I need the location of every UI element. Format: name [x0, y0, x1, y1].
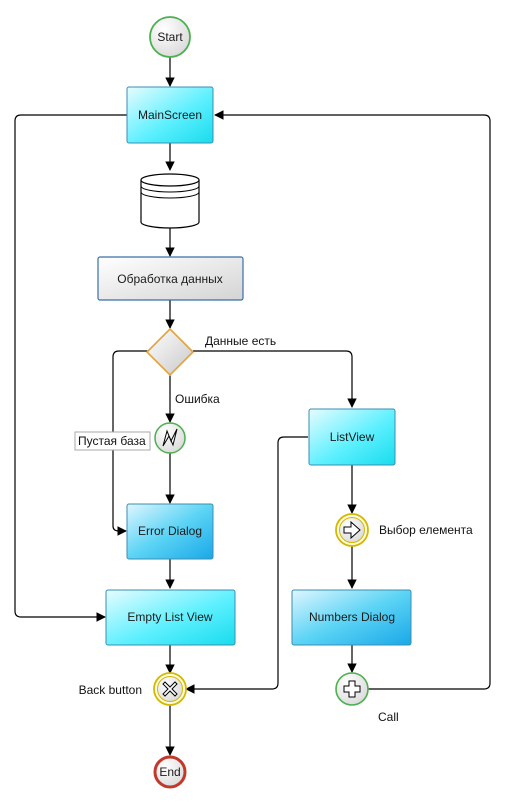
empty-list-view-label: Empty List View	[127, 610, 212, 624]
exclusive-gateway[interactable]	[145, 327, 195, 377]
back-button-event[interactable]	[153, 672, 187, 706]
end-event[interactable]: End	[153, 755, 187, 789]
end-label: End	[159, 765, 180, 779]
flow-mainscreen-to-empty-list	[14, 114, 127, 622]
datastore-icon	[140, 173, 200, 229]
error-event[interactable]	[154, 422, 186, 454]
label-call: Call	[378, 710, 399, 724]
label-error: Ошибка	[175, 392, 220, 406]
label-data-exists: Данные есть	[205, 334, 276, 348]
task-empty-list-view[interactable]: Empty List View	[105, 589, 236, 646]
annotation-empty-db: Пустая база	[74, 431, 151, 451]
call-event[interactable]	[335, 672, 369, 706]
label-empty-db: Пустая база	[78, 434, 146, 448]
label-select-item: Выбор елемента	[379, 523, 473, 537]
label-back-button: Back button	[79, 683, 142, 697]
flow-call-to-mainscreen	[214, 110, 491, 690]
connectors	[14, 56, 491, 756]
mainscreen-label: MainScreen	[138, 108, 202, 122]
task-listview[interactable]: ListView	[308, 408, 396, 466]
task-error-dialog[interactable]: Error Dialog	[126, 503, 214, 560]
task-process-data[interactable]: Обработка данных	[97, 256, 244, 301]
start-label: Start	[157, 30, 183, 44]
process-data-label: Обработка данных	[117, 272, 222, 286]
task-numbers-dialog[interactable]: Numbers Dialog	[291, 589, 412, 646]
lightning-icon	[162, 428, 178, 447]
cancel-x-icon	[162, 681, 178, 697]
flow-listview-to-back-gateway	[185, 436, 308, 694]
select-item-event[interactable]	[335, 513, 369, 547]
start-event[interactable]: Start	[149, 16, 191, 58]
flow-gateway-to-listview	[193, 350, 357, 408]
error-dialog-label: Error Dialog	[138, 524, 202, 538]
task-mainscreen[interactable]: MainScreen	[126, 86, 214, 144]
plus-icon	[343, 680, 361, 698]
listview-label: ListView	[330, 430, 375, 444]
numbers-dialog-label: Numbers Dialog	[309, 610, 395, 624]
arrow-right-icon	[343, 520, 361, 540]
